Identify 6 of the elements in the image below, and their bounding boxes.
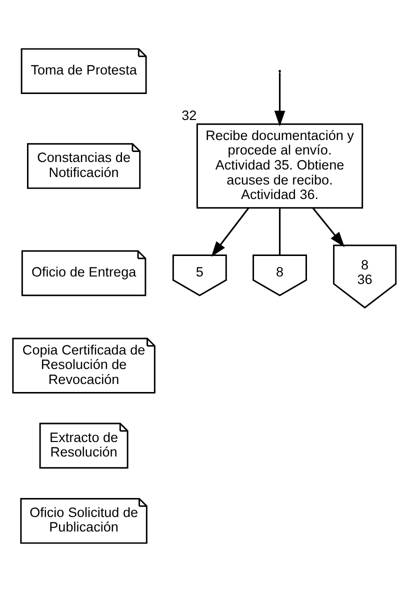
arrow	[211, 208, 250, 257]
node-box: Recibe documentación y procede al envío. Actividad 35. Obtiene acuses de recibo. Actividad 36.	[196, 123, 364, 209]
node-label: 32	[182, 108, 197, 124]
connector	[278, 208, 281, 255]
arrow	[312, 208, 345, 248]
arrow	[274, 72, 286, 126]
